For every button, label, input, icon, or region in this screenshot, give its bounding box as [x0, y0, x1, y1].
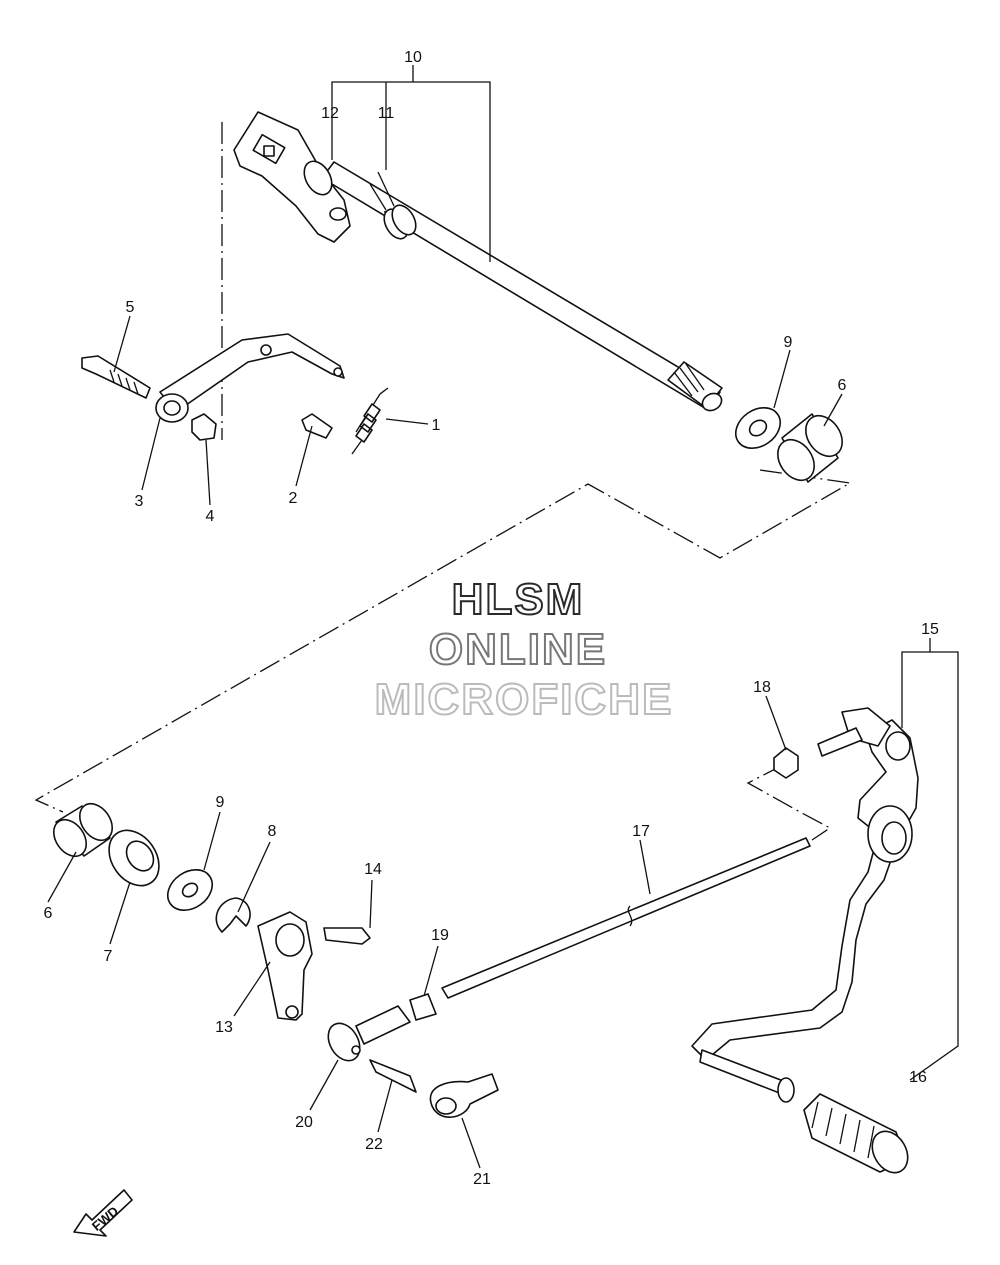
callout-8: 8: [268, 823, 277, 840]
shift-pedal-15: [691, 719, 919, 1061]
callout-17: 17: [632, 823, 650, 840]
fwd-arrow: FWD: [73, 1189, 133, 1237]
callout-1: 1: [432, 417, 441, 434]
pedal-bolt: [817, 727, 863, 757]
callout-7: 7: [104, 948, 113, 965]
collar-4: [191, 413, 217, 441]
assembly-guide-lines: [34, 122, 852, 841]
shift-pedal-assembly: [691, 638, 959, 1174]
bolt-14: [323, 927, 371, 945]
bolt-5: [81, 355, 151, 399]
pedal-peg: [699, 1049, 787, 1095]
watermark: HLSM ONLINE MICROFICHE: [374, 574, 674, 725]
circlip-8: [215, 897, 251, 933]
guide-line-shaft-path: [34, 469, 852, 813]
fwd-arrow-icon: [73, 1189, 133, 1237]
callout-21: 21: [473, 1171, 491, 1188]
nut-18: [773, 747, 799, 779]
watermark-line-3: MICROFICHE: [375, 675, 674, 724]
shift-shaft-assembly: [233, 65, 723, 412]
callout-9-lower: 9: [216, 794, 225, 811]
callout-18: 18: [753, 679, 771, 696]
shift-shaft: [321, 161, 721, 411]
callout-14: 14: [364, 861, 382, 878]
callout-4: 4: [206, 508, 215, 525]
guide-line-pedal: [746, 764, 832, 841]
callout-19: 19: [431, 927, 449, 944]
bracket-15: [901, 651, 959, 1081]
callout-11: 11: [378, 105, 395, 122]
leader-lines: [47, 315, 843, 1169]
upper-shaft-hardware: [734, 407, 843, 483]
return-spring-assembly: [301, 387, 389, 455]
watermark-line-1: HLSM: [452, 575, 585, 624]
callout-labels: 1 2 3 4 5 6 6 7 8 9 9 10 11 12 13 14 15 …: [44, 49, 939, 1188]
callout-5: 5: [126, 299, 135, 316]
watermark-line-2: ONLINE: [429, 625, 607, 674]
stopper-lever-assembly: [81, 333, 345, 441]
callout-6-upper: 6: [838, 377, 847, 394]
callout-15: 15: [921, 621, 939, 638]
callout-12: 12: [321, 105, 339, 122]
callout-10: 10: [404, 49, 422, 66]
callout-2: 2: [289, 490, 298, 507]
stopper-lever: [159, 333, 345, 413]
shift-rod-17: [441, 837, 811, 999]
shift-rod-assembly: [327, 837, 811, 1118]
callout-6-lower: 6: [44, 905, 53, 922]
callout-20: 20: [295, 1114, 313, 1131]
shift-arm-assembly: [257, 911, 371, 1021]
lower-shaft-hardware: [52, 802, 251, 933]
bracket-10: [331, 81, 491, 262]
pin-2: [301, 413, 333, 439]
callout-16: 16: [909, 1069, 927, 1086]
bolt-22: [369, 1059, 417, 1093]
callout-9-upper: 9: [784, 334, 793, 351]
callout-13: 13: [215, 1019, 233, 1036]
locknut-19: [409, 993, 437, 1021]
callout-22: 22: [365, 1136, 383, 1153]
callout-3: 3: [135, 493, 144, 510]
